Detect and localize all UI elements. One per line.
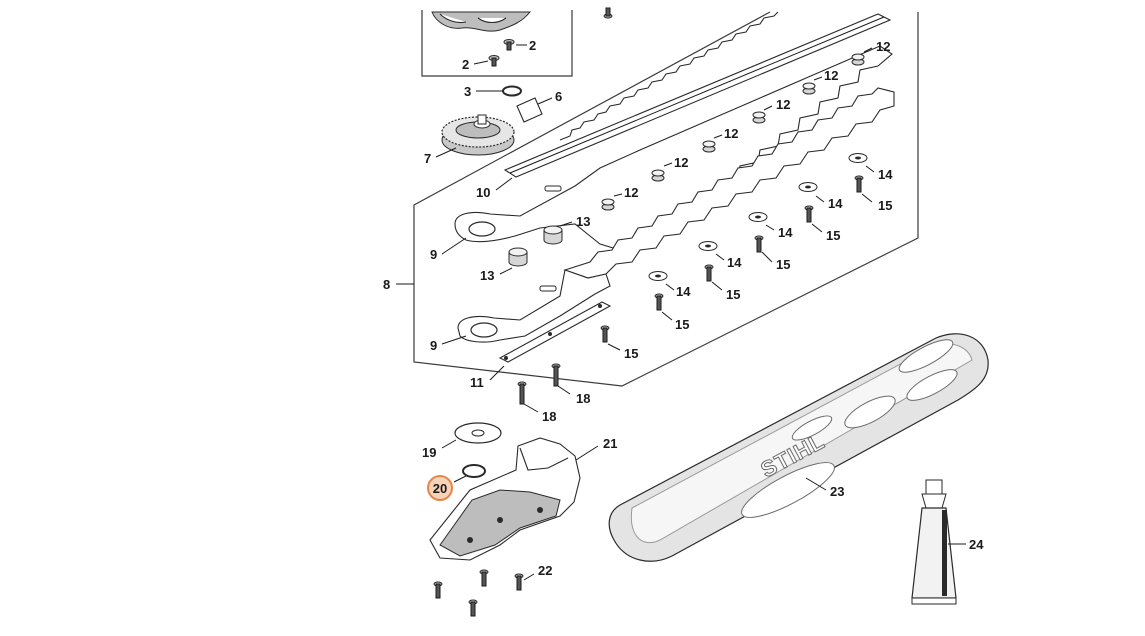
label-part-6[interactable]: 6 bbox=[555, 89, 562, 104]
label-part-2b[interactable]: 2 bbox=[462, 57, 469, 72]
label-part-15[interactable]: 15 bbox=[675, 317, 689, 332]
guide-rail-part-10[interactable] bbox=[503, 11, 892, 178]
label-part-15[interactable]: 15 bbox=[726, 287, 740, 302]
label-part-12[interactable]: 12 bbox=[624, 185, 638, 200]
screw-part-22[interactable] bbox=[468, 599, 478, 617]
label-part-14[interactable]: 14 bbox=[778, 225, 793, 240]
screw-part-18a[interactable] bbox=[517, 381, 527, 405]
shim-plate-part-6[interactable] bbox=[516, 97, 543, 123]
label-part-10[interactable]: 10 bbox=[476, 185, 490, 200]
washer-part-19[interactable] bbox=[454, 422, 502, 444]
gear-wheel-part-7[interactable] bbox=[441, 114, 515, 156]
label-part-15[interactable]: 15 bbox=[776, 257, 790, 272]
washer-part-14[interactable] bbox=[798, 182, 818, 192]
label-part-22[interactable]: 22 bbox=[538, 563, 552, 578]
label-part-14[interactable]: 14 bbox=[828, 196, 843, 211]
cutter-blade-lower-part-9[interactable] bbox=[457, 269, 611, 343]
washer-part-14[interactable] bbox=[648, 271, 668, 281]
washer-set-part-14 bbox=[648, 153, 868, 281]
gearbox-inset bbox=[421, 10, 573, 77]
label-part-21[interactable]: 21 bbox=[603, 436, 617, 451]
screw-part-2a[interactable] bbox=[503, 39, 515, 51]
label-part-9a[interactable]: 9 bbox=[430, 247, 437, 262]
screw-part-18b[interactable] bbox=[551, 363, 561, 387]
spacer-part-12[interactable] bbox=[601, 198, 615, 211]
highlight-marker bbox=[427, 475, 453, 501]
label-part-20[interactable]: 20 bbox=[433, 481, 447, 496]
spacer-part-12[interactable] bbox=[702, 140, 716, 153]
screw-part-22[interactable] bbox=[514, 573, 524, 591]
blade-scabbard-part-23[interactable]: STIHL bbox=[608, 333, 989, 562]
spacer-set-part-12 bbox=[601, 53, 865, 211]
blade-group-frame bbox=[413, 11, 919, 387]
label-part-3[interactable]: 3 bbox=[464, 84, 471, 99]
label-part-15[interactable]: 15 bbox=[826, 228, 840, 243]
screw-set-part-22 bbox=[433, 569, 524, 617]
screw-part-2b[interactable] bbox=[488, 55, 500, 67]
washer-part-14[interactable] bbox=[748, 212, 768, 222]
screw-part-22[interactable] bbox=[433, 581, 443, 599]
highlighted-part-20[interactable]: 20 bbox=[427, 475, 453, 501]
label-part-13b[interactable]: 13 bbox=[480, 268, 494, 283]
label-part-18b[interactable]: 18 bbox=[576, 391, 590, 406]
label-part-13a[interactable]: 13 bbox=[576, 214, 590, 229]
label-part-7[interactable]: 7 bbox=[424, 151, 431, 166]
spacer-part-13b[interactable] bbox=[508, 247, 528, 267]
label-part-12[interactable]: 12 bbox=[824, 68, 838, 83]
part-labels: 2 2 3 6 7 8 9 9 10 11 12 12 12 12 12 12 … bbox=[383, 38, 984, 578]
spacer-part-12[interactable] bbox=[851, 53, 865, 66]
spacer-part-12[interactable] bbox=[651, 169, 665, 182]
retaining-ring-part-3[interactable] bbox=[502, 85, 522, 97]
washer-part-14[interactable] bbox=[848, 153, 868, 163]
spacer-part-12[interactable] bbox=[802, 82, 816, 95]
gear-housing-cover-part-21[interactable] bbox=[429, 437, 581, 561]
label-part-18a[interactable]: 18 bbox=[542, 409, 556, 424]
label-part-14[interactable]: 14 bbox=[676, 284, 691, 299]
label-part-24[interactable]: 24 bbox=[969, 537, 984, 552]
label-part-12[interactable]: 12 bbox=[776, 97, 790, 112]
screw-set-part-15 bbox=[600, 175, 864, 343]
label-part-19[interactable]: 19 bbox=[422, 445, 436, 460]
screw-part-15[interactable] bbox=[600, 325, 610, 343]
screw-part-15[interactable] bbox=[854, 175, 864, 193]
screw-part-15[interactable] bbox=[754, 235, 764, 253]
label-part-14[interactable]: 14 bbox=[727, 255, 742, 270]
label-part-9b[interactable]: 9 bbox=[430, 338, 437, 353]
label-part-15[interactable]: 15 bbox=[624, 346, 638, 361]
label-part-11[interactable]: 11 bbox=[470, 375, 484, 390]
label-part-23[interactable]: 23 bbox=[830, 484, 844, 499]
label-part-12[interactable]: 12 bbox=[876, 39, 890, 54]
leader-lines bbox=[396, 44, 966, 581]
label-part-15[interactable]: 15 bbox=[878, 198, 892, 213]
label-part-14[interactable]: 14 bbox=[878, 167, 893, 182]
label-part-8[interactable]: 8 bbox=[383, 277, 390, 292]
label-part-12[interactable]: 12 bbox=[674, 155, 688, 170]
spacer-part-12[interactable] bbox=[752, 111, 766, 124]
washer-part-14[interactable] bbox=[698, 241, 718, 251]
screw-part-15[interactable] bbox=[654, 293, 664, 311]
screw-part-22[interactable] bbox=[479, 569, 489, 587]
screw-part-15[interactable] bbox=[704, 264, 714, 282]
screw-part-15[interactable] bbox=[804, 205, 814, 223]
cutter-blade-middle bbox=[563, 87, 895, 279]
retaining-ring-part-20[interactable] bbox=[462, 464, 486, 478]
grease-tube-part-24[interactable] bbox=[911, 479, 957, 605]
label-part-12[interactable]: 12 bbox=[724, 126, 738, 141]
connecting-plate-part-11[interactable] bbox=[498, 301, 612, 363]
spacer-part-13a[interactable] bbox=[543, 225, 563, 245]
screw-top bbox=[603, 7, 613, 19]
label-part-2a[interactable]: 2 bbox=[529, 38, 536, 53]
